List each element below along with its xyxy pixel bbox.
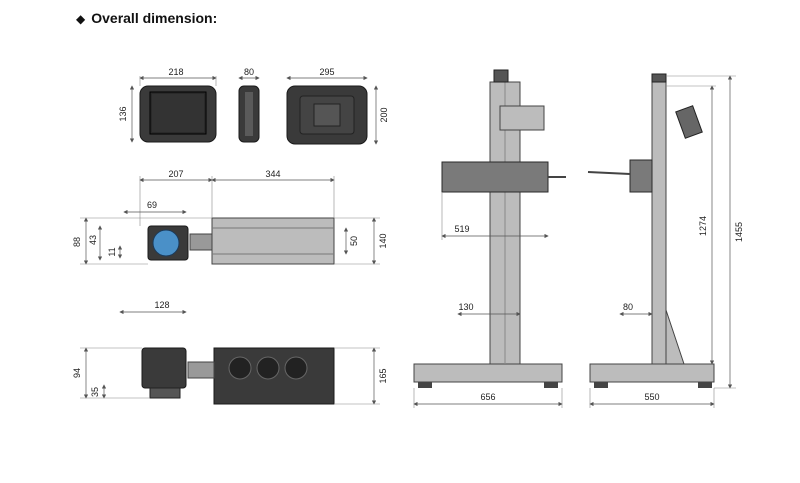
dim-back-height: 200 <box>379 107 389 122</box>
dim-h43: 43 <box>88 235 98 245</box>
dim-side-1455: 1455 <box>734 222 744 242</box>
dim-side-80: 80 <box>623 302 633 312</box>
dim-top-left-len: 207 <box>168 169 183 179</box>
laser-head-top-view <box>147 217 335 265</box>
dim-top-right-len: 344 <box>265 169 280 179</box>
dim-h50: 50 <box>349 236 359 246</box>
dim-screen-height: 136 <box>118 106 128 121</box>
dim-col-519: 519 <box>454 224 469 234</box>
dim-side-165: 165 <box>378 368 388 383</box>
dim-h88: 88 <box>72 237 82 247</box>
laser-head-side-view <box>141 347 335 405</box>
dim-side-94: 94 <box>72 368 82 378</box>
dim-lens-dia: 69 <box>147 200 157 210</box>
controller-front-view <box>139 85 217 143</box>
controller-side-view <box>238 85 260 143</box>
dim-h140: 140 <box>378 233 388 248</box>
dim-screen-width: 218 <box>168 67 183 77</box>
dim-col-656: 656 <box>480 392 495 402</box>
title-text: Overall dimension: <box>91 10 218 26</box>
dim-side-550: 550 <box>644 392 659 402</box>
section-title: ◆ Overall dimension: <box>76 10 217 26</box>
dim-side-128: 128 <box>154 300 169 310</box>
dim-side-35: 35 <box>90 387 100 397</box>
diamond-icon: ◆ <box>76 12 86 26</box>
dim-side-1274: 1274 <box>698 216 708 236</box>
column-stand-side <box>587 73 715 388</box>
dim-h11: 11 <box>107 247 117 256</box>
controller-back-view <box>286 85 368 145</box>
dim-back-width: 295 <box>319 67 334 77</box>
column-stand-front <box>413 69 566 388</box>
dim-col-130: 130 <box>458 302 473 312</box>
dim-screen-depth: 80 <box>244 67 254 77</box>
